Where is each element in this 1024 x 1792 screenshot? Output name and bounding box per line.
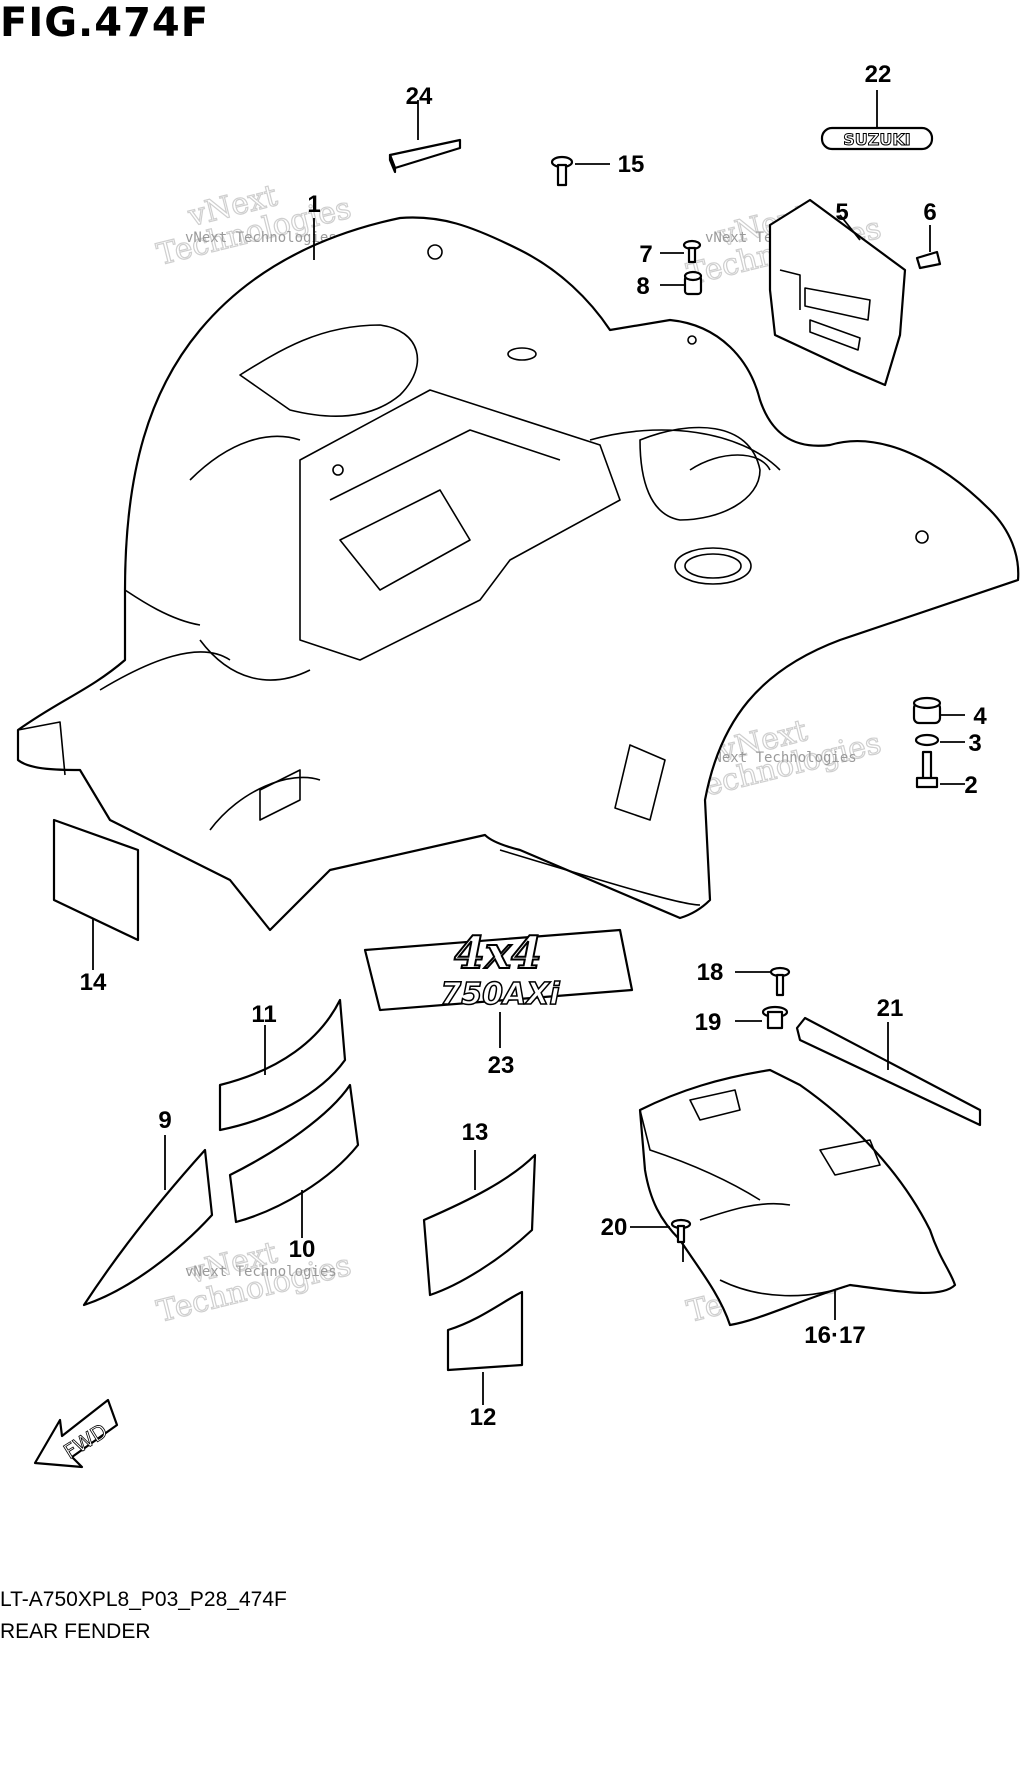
callout-5: 5 xyxy=(835,199,848,226)
callout-1: 1 xyxy=(307,191,320,218)
figure-name: REAR FENDER xyxy=(0,1620,151,1643)
callout-labels: 1 2 3 4 5 6 7 8 9 10 11 12 13 14 15 16·1… xyxy=(80,61,988,1431)
figure-code: LT-A750XPL8_P03_P28_474F xyxy=(0,1588,287,1611)
callout-9: 9 xyxy=(158,1107,171,1134)
callout-14: 14 xyxy=(80,969,107,996)
part-2-bolt xyxy=(915,750,965,789)
callout-8: 8 xyxy=(636,273,649,300)
watermark-text-1: vNext Technologies xyxy=(185,230,337,246)
callout-20: 20 xyxy=(601,1214,628,1241)
callout-21: 21 xyxy=(877,995,904,1022)
part-5-bracket xyxy=(768,198,907,387)
callout-4: 4 xyxy=(973,703,987,730)
callout-6: 6 xyxy=(923,199,936,226)
part-16-17-mudguard xyxy=(638,1068,957,1327)
part-24-block xyxy=(388,100,462,174)
callout-2: 2 xyxy=(964,772,977,799)
decal-750axi-text: 750AXi xyxy=(440,977,560,1012)
callout-15: 15 xyxy=(618,151,645,178)
part-10-decal xyxy=(228,1083,360,1238)
callout-16-17: 16·17 xyxy=(804,1322,865,1349)
fwd-arrow-icon: FWD xyxy=(33,1398,119,1469)
watermark-text-5: vNext Technologies xyxy=(185,1264,337,1280)
suzuki-text: SUZUKI xyxy=(843,130,910,149)
part-7-bolt xyxy=(660,239,702,264)
part-8-collar xyxy=(660,270,703,296)
callout-22: 22 xyxy=(865,61,892,88)
part-4-grommet xyxy=(912,696,965,725)
part-20-screw xyxy=(630,1218,692,1262)
part-15-rivet xyxy=(550,155,610,187)
callout-3: 3 xyxy=(968,730,981,757)
rear-fender-body xyxy=(16,216,1020,932)
part-12-decal xyxy=(446,1290,524,1405)
part-22-suzuki-emblem: SUZUKI xyxy=(820,90,934,151)
part-14-decal xyxy=(52,818,140,970)
part-6-clip xyxy=(915,225,942,270)
callout-18: 18 xyxy=(697,959,724,986)
callout-12: 12 xyxy=(470,1404,497,1431)
callout-11: 11 xyxy=(251,1001,276,1028)
part-11-decal xyxy=(218,998,347,1132)
part-19-collar xyxy=(735,1005,789,1030)
part-9-decal xyxy=(82,1135,214,1307)
callout-19: 19 xyxy=(695,1009,722,1036)
part-23-decal: 4x4 750AXi xyxy=(363,927,634,1048)
part-18-screw xyxy=(735,966,791,997)
callout-24: 24 xyxy=(406,83,433,110)
decal-4x4-text: 4x4 xyxy=(454,928,541,979)
callout-23: 23 xyxy=(488,1052,515,1079)
figure-title: FIG.474F xyxy=(0,0,210,46)
part-3-washer xyxy=(914,733,965,747)
callout-13: 13 xyxy=(462,1119,489,1146)
part-21-strip xyxy=(795,1016,982,1127)
callout-7: 7 xyxy=(639,241,652,268)
watermark-text-4: vNext Technologies xyxy=(705,750,857,766)
callout-10: 10 xyxy=(289,1236,316,1263)
part-13-decal xyxy=(422,1150,537,1297)
